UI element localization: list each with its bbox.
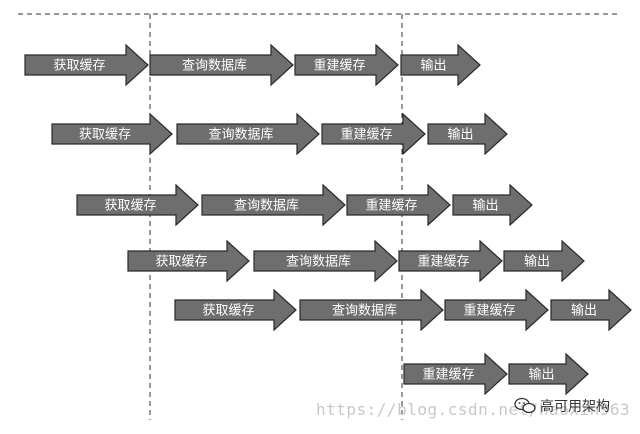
get-cache-arrow: [127, 239, 250, 283]
get-cache-label: 获取缓存: [53, 59, 105, 74]
get-cache-label: 获取缓存: [104, 199, 156, 214]
rebuild-cache-label: 重建缓存: [417, 254, 469, 270]
get-cache-arrow: [76, 183, 199, 227]
arrow-rows: 获取缓存查询数据库重建缓存输出获取缓存查询数据库重建缓存输出获取缓存查询数据库重…: [24, 43, 632, 396]
watermark-brand-name: 高可用架构: [540, 399, 610, 415]
query-database-label: 查询数据库: [208, 127, 273, 143]
get-cache-label: 获取缓存: [202, 304, 254, 319]
rebuild-cache-arrow: [403, 352, 508, 396]
rebuild-cache-arrow: [321, 112, 426, 156]
get-cache-label: 获取缓存: [155, 255, 207, 270]
output-arrow: [503, 239, 585, 283]
query-database-label: 查询数据库: [234, 198, 299, 214]
rebuild-cache-label: 重建缓存: [422, 367, 474, 383]
query-database-arrow: [149, 43, 294, 87]
query-database-label: 查询数据库: [332, 303, 397, 319]
output-label: 输出: [571, 303, 597, 319]
wechat-logo-icon: [514, 397, 536, 414]
output-arrow: [400, 43, 481, 87]
output-arrow: [452, 183, 533, 227]
get-cache-arrow: [51, 112, 173, 156]
query-database-arrow: [201, 183, 346, 227]
rebuild-cache-label: 重建缓存: [365, 198, 417, 214]
watermark-brand: 高可用架构: [514, 396, 610, 416]
get-cache-arrow: [24, 43, 149, 87]
get-cache-label: 获取缓存: [79, 128, 131, 143]
output-arrow: [550, 288, 632, 332]
rebuild-cache-label: 重建缓存: [463, 303, 515, 319]
arrow-row-1: 获取缓存 查询数据库 重建缓存 输出: [24, 43, 481, 87]
output-arrow: [508, 352, 589, 396]
output-label: 输出: [420, 58, 446, 74]
output-label: 输出: [447, 127, 473, 143]
output-arrow: [427, 112, 508, 156]
query-database-arrow: [253, 239, 398, 283]
rebuild-cache-arrow: [398, 239, 503, 283]
get-cache-arrow: [174, 288, 297, 332]
arrow-row-6: 重建缓存 输出: [403, 352, 589, 396]
arrow-row-2: 获取缓存 查询数据库 重建缓存 输出: [51, 112, 508, 156]
output-label: 输出: [524, 254, 550, 270]
query-database-arrow: [299, 288, 444, 332]
rebuild-cache-label: 重建缓存: [340, 127, 392, 143]
rebuild-cache-arrow: [444, 288, 549, 332]
rebuild-cache-arrow: [294, 43, 399, 87]
arrow-row-5: 获取缓存 查询数据库 重建缓存 输出: [174, 288, 632, 332]
query-database-label: 查询数据库: [182, 58, 247, 74]
dashed-guide-lines: [18, 13, 618, 420]
output-label: 输出: [528, 367, 554, 383]
query-database-label: 查询数据库: [286, 254, 351, 270]
arrow-row-4: 获取缓存 查询数据库 重建缓存 输出: [127, 239, 585, 283]
rebuild-cache-arrow: [346, 183, 451, 227]
rebuild-cache-label: 重建缓存: [313, 58, 365, 74]
watermark-url: https://blog.csdn.net/haoxin963: [316, 400, 631, 419]
query-database-arrow: [176, 112, 320, 156]
output-label: 输出: [472, 198, 498, 214]
arrow-row-3: 获取缓存 查询数据库 重建缓存 输出: [76, 183, 533, 227]
